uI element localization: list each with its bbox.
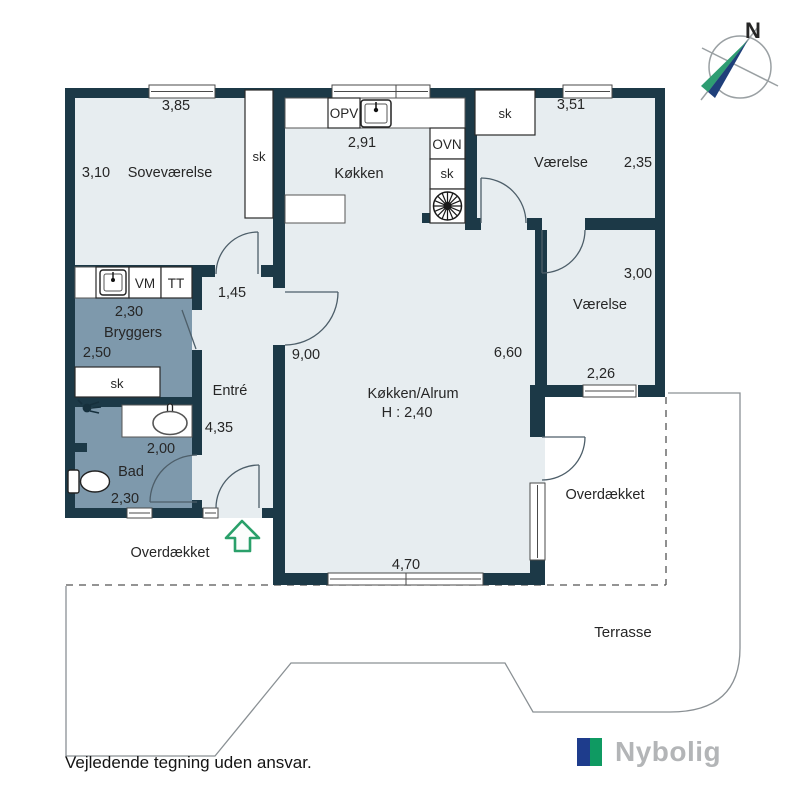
label-dishwasher: OPV xyxy=(330,106,359,121)
label-bad: Bad xyxy=(118,464,144,480)
dim-entre-depth: 4,35 xyxy=(205,420,233,436)
dim-bad-bottom: 2,30 xyxy=(111,491,139,507)
dim-koekken-width: 2,91 xyxy=(348,135,376,151)
label-bryggers: Bryggers xyxy=(104,325,162,341)
bathroom-fittings xyxy=(67,399,193,494)
label-vaerelse-e: Værelse xyxy=(573,297,627,313)
window xyxy=(562,84,613,99)
opening-patch xyxy=(192,310,202,350)
window xyxy=(331,84,431,99)
nybolig-logo-mark xyxy=(577,738,602,766)
label-vaerelse-ne: Værelse xyxy=(534,155,588,171)
room-entre xyxy=(202,265,273,508)
toilet-icon xyxy=(67,469,111,494)
dim-sove-width: 3,85 xyxy=(162,98,190,114)
compass-cross-line xyxy=(701,47,779,87)
north-needle-green xyxy=(701,40,748,92)
room-sovevaerelse xyxy=(75,98,273,265)
tumble-dryer-box xyxy=(160,266,193,299)
door-vaerelse-e xyxy=(541,229,586,274)
dim-vaerelse-e-depth: 3,00 xyxy=(624,266,652,282)
logo-navy-half xyxy=(577,738,590,766)
plan-labels: 3,85 3,10 Soveværelse sk OPV 2,91 Køkken… xyxy=(82,97,652,641)
door-vaerelse-ne xyxy=(480,177,527,224)
closets xyxy=(74,89,536,398)
closet-sovevaerelse xyxy=(244,89,274,219)
window xyxy=(148,84,216,99)
dim-sove-depth: 3,10 xyxy=(82,165,110,181)
label-entre: Entré xyxy=(213,383,248,399)
opening-patch xyxy=(273,288,285,345)
door-sovevaerelse xyxy=(215,231,259,275)
door-bryggers xyxy=(181,309,197,350)
dim-vaerelse-ne-depth: 2,35 xyxy=(624,155,652,171)
label-alrum-height: H : 2,40 xyxy=(382,405,433,421)
label-sovevaerelse: Soveværelse xyxy=(128,165,213,181)
dim-bryggers-depth: 2,50 xyxy=(83,345,111,361)
bryggers-sink-icon xyxy=(99,269,127,296)
dim-vaerelse-ne-width: 3,51 xyxy=(557,97,585,113)
opening-patch xyxy=(192,455,202,502)
kitchen-fittings xyxy=(284,97,466,224)
door-bad xyxy=(149,454,198,503)
nybolig-logo: Nybolig xyxy=(577,736,721,768)
label-overdaekket-se: Overdækket xyxy=(566,487,645,503)
compass: N xyxy=(700,18,779,101)
kitchen-sink-icon xyxy=(360,99,392,128)
opening-patch xyxy=(542,218,585,230)
label-closet-kitchen: sk xyxy=(441,166,455,181)
label-closet-sove: sk xyxy=(253,149,267,164)
dim-hall-width: 1,45 xyxy=(218,285,246,301)
label-tumble-dryer: TT xyxy=(168,276,185,291)
dim-alrum-right: 6,60 xyxy=(494,345,522,361)
label-washing-machine: VM xyxy=(135,276,155,291)
door-overdaekket xyxy=(541,436,586,481)
dishwasher-box xyxy=(327,97,361,129)
doors xyxy=(149,177,586,509)
window-sliding-door xyxy=(327,572,484,586)
dim-bryggers-width: 2,30 xyxy=(115,304,143,320)
opening-patch xyxy=(215,265,261,277)
window xyxy=(202,507,219,519)
compass-north-label: N xyxy=(745,18,761,43)
bathroom-sink-icon xyxy=(152,403,188,436)
room-fills xyxy=(75,98,655,573)
window xyxy=(529,482,546,561)
label-closet-bryggers: sk xyxy=(111,376,125,391)
bryggers-fittings xyxy=(74,266,193,299)
entrance-arrow-icon xyxy=(224,519,261,553)
door-alrum xyxy=(284,291,339,346)
label-alrum: Køkken/Alrum xyxy=(367,386,458,402)
label-koekken: Køkken xyxy=(334,166,383,182)
window xyxy=(126,507,153,519)
closet-bryggers xyxy=(74,366,161,398)
label-overdaekket-sw: Overdækket xyxy=(131,545,210,561)
stove-icon xyxy=(432,191,463,221)
terrasse-outline xyxy=(65,392,741,757)
compass-circle xyxy=(708,35,772,99)
windows xyxy=(126,84,637,586)
north-needle-navy xyxy=(708,40,748,98)
dim-vaerelse-e-width: 2,26 xyxy=(587,366,615,382)
nybolig-logo-text: Nybolig xyxy=(615,736,722,767)
door-entry xyxy=(215,464,260,509)
label-terrasse: Terrasse xyxy=(594,624,652,641)
label-closet-ne: sk xyxy=(499,106,513,121)
shower-icon xyxy=(77,399,102,414)
logo-green-half xyxy=(589,738,602,766)
window xyxy=(582,384,637,398)
kitchen-counter-island xyxy=(284,194,346,224)
dim-alrum-length: 9,00 xyxy=(292,347,320,363)
opening-patch xyxy=(481,218,527,230)
opening-patch xyxy=(218,508,262,518)
room-vaerelse-e xyxy=(547,230,655,385)
dim-bad-top: 2,00 xyxy=(147,441,175,457)
label-oven: OVN xyxy=(432,137,461,152)
closet-vaerelse-ne xyxy=(474,89,536,136)
disclaimer-text: Vejledende tegning uden ansvar. xyxy=(65,753,312,772)
opening-patch xyxy=(530,437,545,483)
dim-window-width: 4,70 xyxy=(392,557,420,573)
